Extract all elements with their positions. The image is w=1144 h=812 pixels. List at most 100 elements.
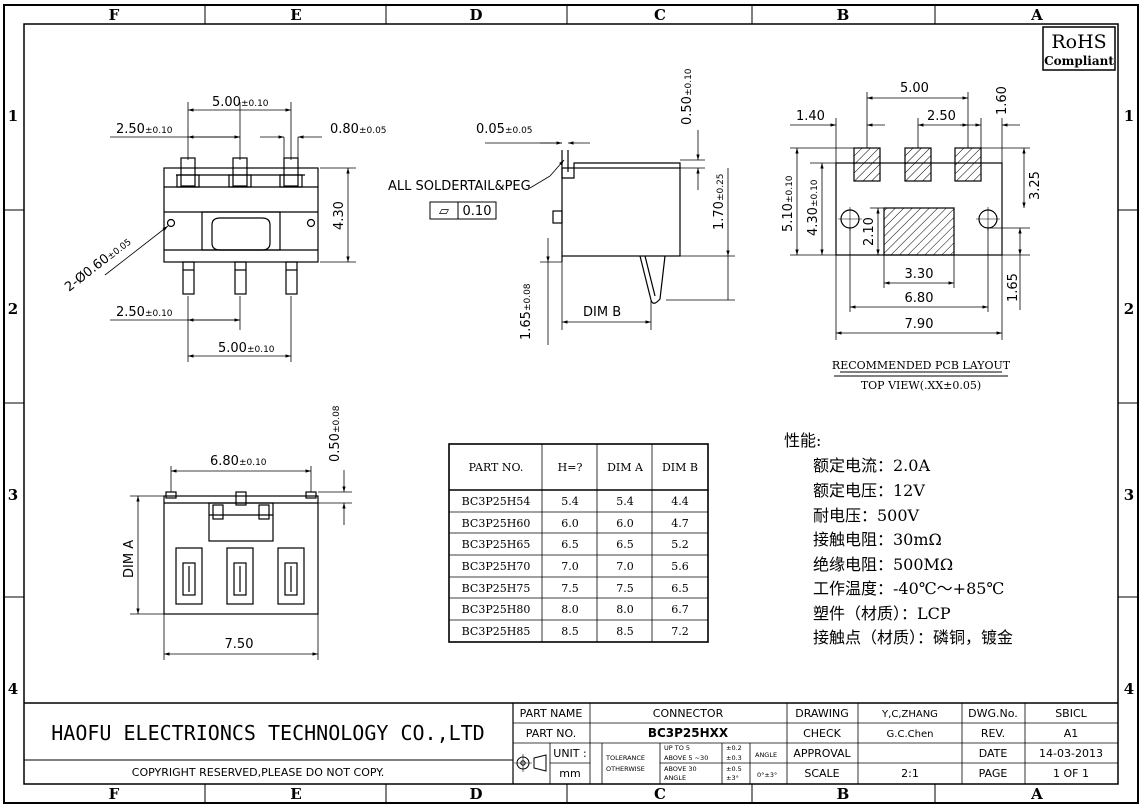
flatness-icon: ▱ — [439, 204, 449, 219]
svg-text:±0.3: ±0.3 — [726, 754, 742, 762]
specs-title: 性能: — [784, 431, 821, 450]
table-header: PART NO. — [469, 461, 524, 474]
svg-text:A1: A1 — [1064, 727, 1079, 740]
svg-text:3.25: 3.25 — [1028, 171, 1043, 200]
border-letter: E — [290, 6, 301, 24]
table-cell: 7.2 — [671, 625, 689, 638]
svg-text:6.80: 6.80 — [905, 291, 934, 306]
side-view-labels: 0.05±0.05 0.50±0.10 1.70±0.25 1.65±0.08 … — [388, 68, 727, 340]
svg-text:1.40: 1.40 — [796, 109, 825, 124]
table-cell: 4.7 — [671, 517, 689, 530]
svg-text:BC3P25HXX: BC3P25HXX — [648, 726, 729, 740]
table-cell: BC3P25H70 — [462, 560, 531, 573]
table-cell: 7.0 — [616, 560, 634, 573]
pcb-layout-labels: 5.00 2.50 1.40 1.60 5.10±0.10 4.30±0.10 … — [781, 81, 1043, 392]
spec-line: 绝缘电阻：500MΩ — [813, 555, 953, 574]
svg-text:7.50: 7.50 — [225, 637, 254, 652]
svg-text:DWG.No.: DWG.No. — [968, 707, 1018, 720]
border-letter: A — [1030, 785, 1043, 803]
table-cell: BC3P25H65 — [462, 538, 531, 551]
front-view — [163, 157, 319, 295]
svg-text:DIM B: DIM B — [583, 305, 621, 320]
table-cell: 6.7 — [671, 603, 689, 616]
table-header: DIM B — [662, 461, 698, 474]
svg-text:1.70±0.25: 1.70±0.25 — [712, 173, 727, 230]
border-number: 4 — [8, 680, 18, 698]
pcb-layout-title: RECOMMENDED PCB LAYOUT — [832, 359, 1011, 372]
rohs-line2: Compliant — [1044, 54, 1114, 68]
svg-text:14-03-2013: 14-03-2013 — [1039, 747, 1103, 760]
frame — [3, 4, 1139, 804]
svg-text:0°±3°: 0°±3° — [757, 771, 777, 779]
svg-text:5.00±0.10: 5.00±0.10 — [218, 341, 275, 356]
svg-text:2.10: 2.10 — [862, 217, 877, 246]
svg-text:2:1: 2:1 — [901, 767, 919, 780]
svg-text:0.10: 0.10 — [463, 204, 492, 219]
svg-text:5.00±0.10: 5.00±0.10 — [212, 95, 269, 110]
callout-soldertail: ALL SOLDERTAIL&PEG — [388, 179, 531, 194]
table-header: DIM A — [607, 461, 644, 474]
svg-text:2.50±0.10: 2.50±0.10 — [116, 122, 173, 137]
table-cell: 8.5 — [561, 625, 579, 638]
border-letter: B — [837, 6, 850, 24]
border-number: 1 — [8, 107, 18, 125]
table-cell: 4.4 — [671, 495, 689, 508]
svg-text:2.50: 2.50 — [927, 109, 956, 124]
border-letter: E — [290, 785, 301, 803]
table-cell: BC3P25H75 — [462, 582, 531, 595]
table-cell: 5.4 — [561, 495, 579, 508]
svg-text:UNIT :: UNIT : — [553, 747, 586, 760]
projection-symbol-icon — [514, 754, 547, 772]
border-number: 1 — [1124, 107, 1134, 125]
svg-text:±0.5: ±0.5 — [726, 765, 742, 773]
table-cell: 7.5 — [561, 582, 579, 595]
front-view-labels: 5.00±0.10 2.50±0.10 0.80±0.05 4.30 2-Ø0.… — [62, 95, 386, 356]
svg-text:±3°: ±3° — [726, 774, 739, 782]
border-letter: D — [469, 6, 482, 24]
spec-line: 工作温度：-40℃～+85℃ — [813, 579, 1004, 598]
bottom-view — [163, 491, 319, 615]
spec-line: 额定电流：2.0A — [813, 456, 930, 475]
svg-text:DATE: DATE — [979, 747, 1008, 760]
side-view — [552, 150, 681, 304]
svg-text:DRAWING: DRAWING — [795, 707, 848, 720]
svg-text:7.90: 7.90 — [905, 317, 934, 332]
table-cell: 7.5 — [616, 582, 634, 595]
spec-line: 接触点（材质）：磷铜，镀金 — [813, 628, 1013, 647]
border-letter: F — [109, 6, 120, 24]
svg-text:1 OF 1: 1 OF 1 — [1053, 767, 1089, 780]
table-cell: 6.5 — [616, 538, 634, 551]
table-body: BC3P25H54 5.4 5.4 4.4 BC3P25H60 6.0 6.0 … — [462, 495, 689, 638]
border-number: 2 — [1124, 300, 1134, 318]
border-letter: C — [654, 785, 666, 803]
svg-text:5.10±0.10: 5.10±0.10 — [781, 175, 796, 232]
table-cell: 5.6 — [671, 560, 689, 573]
title-block: HAOFU ELECTRIONCS TECHNOLOGY CO.,LTD COP… — [24, 702, 1118, 784]
svg-text:ANGLE: ANGLE — [664, 774, 686, 782]
svg-text:4.30: 4.30 — [332, 201, 347, 230]
rohs-badge: RoHS Compliant — [1042, 26, 1116, 71]
table-cell: 6.5 — [671, 582, 689, 595]
side-view-dims — [485, 130, 735, 345]
svg-text:mm: mm — [559, 767, 580, 780]
table-cell: 6.5 — [561, 538, 579, 551]
svg-text:0.05±0.05: 0.05±0.05 — [476, 122, 533, 137]
svg-text:PART NAME: PART NAME — [520, 707, 583, 720]
company-name: HAOFU ELECTRIONCS TECHNOLOGY CO.,LTD — [51, 721, 484, 745]
svg-text:2.50±0.10: 2.50±0.10 — [116, 305, 173, 320]
svg-text:CHECK: CHECK — [803, 727, 842, 740]
svg-text:DIM A: DIM A — [122, 540, 137, 578]
spec-line: 接触电阻：30mΩ — [813, 530, 942, 549]
border-number: 3 — [8, 486, 18, 504]
table-header: H=? — [558, 461, 583, 474]
svg-text:G.C.Chen: G.C.Chen — [887, 729, 934, 740]
table-cell: 8.0 — [561, 603, 579, 616]
table-cell: 7.0 — [561, 560, 579, 573]
table-cell: BC3P25H60 — [462, 517, 531, 530]
svg-text:5.00: 5.00 — [900, 81, 929, 96]
table-cell: BC3P25H54 — [462, 495, 531, 508]
table-cell: 6.0 — [561, 517, 579, 530]
svg-text:ANGLE: ANGLE — [755, 751, 777, 759]
svg-text:CONNECTOR: CONNECTOR — [653, 707, 724, 720]
pcb-layout-dims — [790, 92, 1030, 340]
